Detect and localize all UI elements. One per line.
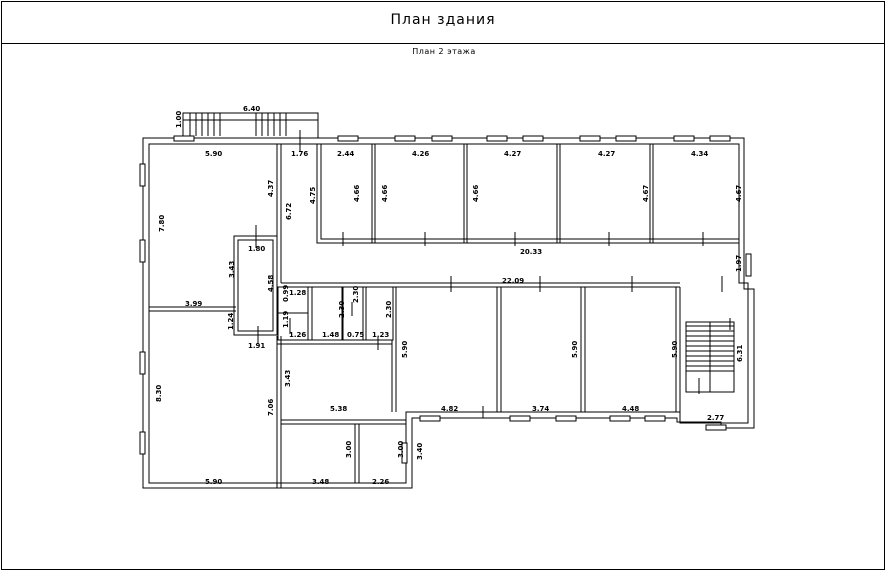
- porch: [182, 112, 319, 139]
- dim-wc4-w: 0.75: [347, 331, 364, 339]
- dim-room-c1-h: 4.75: [309, 187, 317, 204]
- dim-corridor-width: 1.97: [735, 255, 743, 272]
- dim-room-a-height: 7.80: [158, 215, 166, 232]
- dim-room-c1-w: 2.44: [337, 150, 354, 158]
- dim-porch-width: 6.40: [243, 105, 260, 113]
- dim-room-d1-w: 4.82: [441, 405, 458, 413]
- windows: [139, 135, 752, 464]
- exterior-wall-inner: [148, 143, 749, 484]
- dimension-labels: 6.40 1.00 5.90 1.76 2.44 4.26 4.27 4.27 …: [155, 105, 744, 486]
- dim-room-e2-h: 3.00: [397, 441, 405, 458]
- dim-room-b-width: 5.90: [205, 478, 222, 486]
- dim-room-c2-w: 4.26: [412, 150, 429, 158]
- bottom-rooms-top: [281, 419, 406, 425]
- dim-passage-h: 6.72: [285, 203, 293, 220]
- dim-wc5-w: 1.23: [372, 331, 389, 339]
- corridor-lower-wall: [281, 282, 680, 288]
- dim-room-d2-w: 3.74: [532, 405, 549, 413]
- dim-wc3-h: 2.30: [352, 286, 360, 303]
- dim-wc1-w: 1.28: [289, 289, 306, 297]
- dim-room-c3-w: 4.27: [504, 150, 521, 158]
- dim-left-door: 1.24: [227, 313, 235, 330]
- dim-main-corridor: 22.09: [502, 277, 524, 285]
- dim-hall-w: 5.38: [330, 405, 347, 413]
- title-bar: План здания: [1, 1, 885, 44]
- dim-wc4-h: 2.30: [338, 301, 346, 318]
- dim-wc5-h: 2.30: [385, 301, 393, 318]
- dim-room-c2-h: 4.66: [381, 185, 389, 202]
- dim-side-height: 4.58: [267, 275, 275, 292]
- upper-rooms-bottom-wall: [316, 144, 739, 244]
- drawing-title: План здания: [390, 12, 496, 28]
- dim-room-e1-w: 3.48: [312, 478, 329, 486]
- dim-small-room-h: 3.43: [228, 261, 236, 278]
- dim-room-b-height: 8.30: [155, 385, 163, 402]
- dim-room-c1-h2: 4.66: [353, 185, 361, 202]
- dim-room-e2-side: 3.40: [416, 443, 424, 460]
- vertical-wall-left: [276, 144, 282, 283]
- room-a-wall: [149, 306, 236, 312]
- dim-room-a-top: 5.90: [205, 150, 222, 158]
- dim-room-d2-h: 5.90: [571, 341, 579, 358]
- exterior-wall: [142, 137, 755, 489]
- room-b-right: [276, 336, 282, 488]
- dim-wc2-w: 1.26: [289, 331, 306, 339]
- dim-stair-w: 2.77: [707, 414, 724, 422]
- dim-room-d3-h: 5.90: [671, 341, 679, 358]
- dim-room-e2-w: 2.26: [372, 478, 389, 486]
- dim-left-bottom: 1.91: [248, 342, 265, 350]
- stair-steps: [686, 318, 734, 394]
- drawing-subtitle: План 2 этажа: [412, 47, 476, 56]
- dim-passage-w: 1.76: [291, 150, 308, 158]
- dim-room-a-right: 4.37: [267, 180, 275, 197]
- dim-room-c5-h: 4.67: [735, 185, 743, 202]
- dim-small-room-w: 1.80: [248, 245, 265, 253]
- dim-room-d3-w: 4.48: [622, 405, 639, 413]
- dim-wc3-w: 1.48: [322, 331, 339, 339]
- dim-wc1-h: 0.99: [282, 285, 290, 302]
- walls: [142, 112, 755, 489]
- dim-room-d1-h: 5.90: [401, 341, 409, 358]
- dim-room-c4-h: 4.67: [642, 185, 650, 202]
- porch-stairs: [189, 113, 287, 136]
- dim-upper-corridor: 20.33: [520, 248, 542, 256]
- door-marks: [255, 130, 723, 418]
- upper-rooms-bottom-wall-inner: [320, 144, 739, 240]
- dim-room-e1-h: 3.00: [345, 441, 353, 458]
- dim-porch-depth: 1.00: [175, 111, 183, 128]
- dim-room-c3-h: 4.66: [472, 185, 480, 202]
- dim-room-b-right: 7.06: [267, 399, 275, 416]
- dim-left-corridor: 3.99: [185, 300, 202, 308]
- dim-room-c4-w: 4.27: [598, 150, 615, 158]
- dim-stair-h: 6.31: [736, 345, 744, 362]
- hall-wall: [277, 339, 393, 412]
- dim-hall-h: 3.43: [284, 370, 292, 387]
- dim-wc2-h: 1.19: [282, 311, 290, 328]
- dim-room-c5-w: 4.34: [691, 150, 708, 158]
